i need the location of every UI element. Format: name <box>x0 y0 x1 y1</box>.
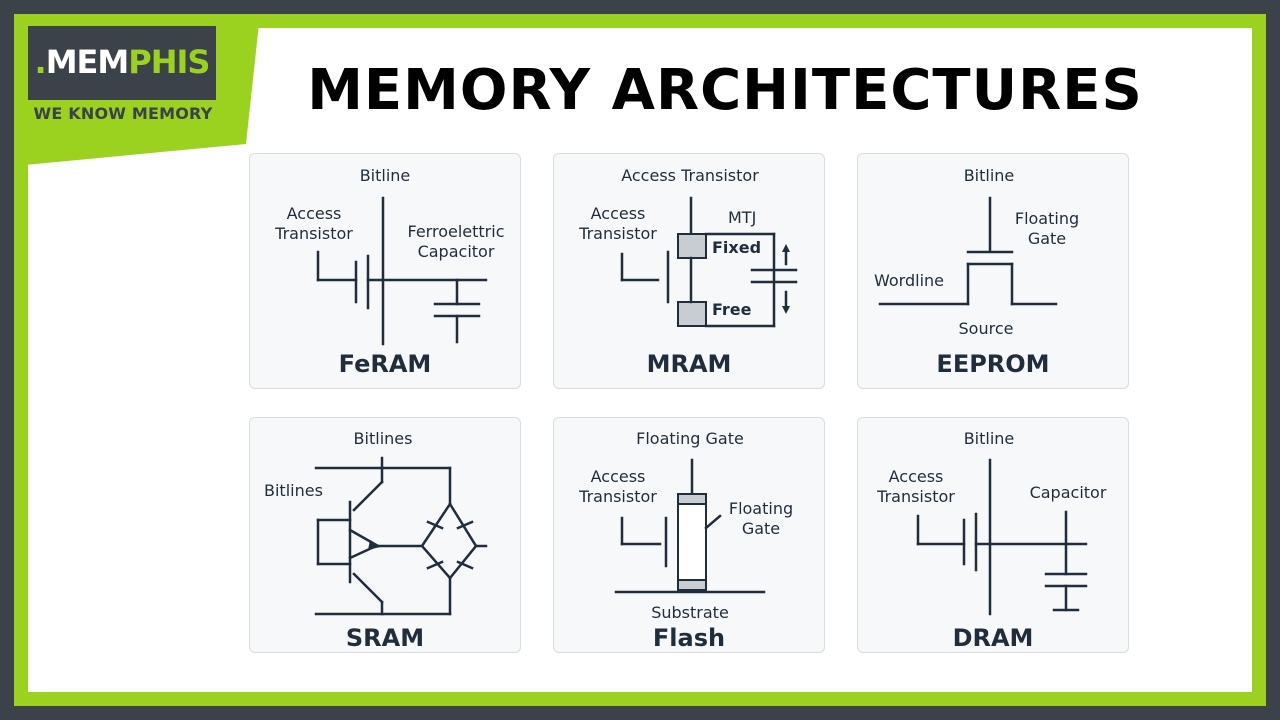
card-title-sram: SRAM <box>345 624 425 652</box>
card-dram: Bitline Access Transistor Capacitor DRAM <box>857 417 1129 653</box>
logo-dot: . <box>34 43 47 81</box>
sram-bitlines-top-label: Bitlines <box>353 429 413 448</box>
card-eeprom: Bitline Floating Gate Wordline Source EE… <box>857 153 1129 389</box>
mram-fixed-label: Fixed <box>712 238 762 257</box>
card-sram: Bitlines Bitlines SRAM <box>249 417 521 653</box>
tagline: WE KNOW MEMORY <box>33 104 213 123</box>
flash-substrate-label: Substrate <box>651 603 729 622</box>
mram-mtj-label: MTJ <box>728 208 757 227</box>
feram-bitline-label: Bitline <box>359 166 411 185</box>
flash-schematic <box>614 458 766 594</box>
dram-access-label: Access Transistor <box>877 467 955 506</box>
dram-schematic <box>916 458 1088 616</box>
card-title-eeprom: EEPROM <box>936 350 1050 378</box>
feram-capacitor-label: Ferroelettric Capacitor <box>407 222 505 261</box>
mram-access-label: Access Transistor <box>579 204 657 243</box>
card-title-flash: Flash <box>652 624 726 652</box>
card-feram: Bitline Access Transistor Ferroelettric … <box>249 153 521 389</box>
flash-floating-label: Floating Gate <box>728 499 794 538</box>
card-mram: Access Transistor Access Transistor MTJ … <box>553 153 825 389</box>
card-title-dram: DRAM <box>952 624 1034 652</box>
card-title-mram: MRAM <box>646 350 732 378</box>
card-title-feram: FeRAM <box>338 350 432 378</box>
logo-name-a: MEM <box>45 43 130 81</box>
dram-bitline-label: Bitline <box>963 429 1015 448</box>
flash-access-label: Access Transistor <box>579 467 657 506</box>
page-title: MEMORY ARCHITECTURES <box>307 58 1143 123</box>
eeprom-schematic <box>878 196 1058 306</box>
dram-capacitor-label: Capacitor <box>1029 483 1107 502</box>
mram-access-top-label: Access Transistor <box>621 166 759 185</box>
eeprom-wordline-label: Wordline <box>874 271 944 290</box>
logo-name-b: PHIS <box>128 43 210 81</box>
feram-schematic <box>316 196 488 346</box>
logo[interactable]: .MEMPHIS <box>32 44 212 80</box>
logo-badge <box>28 26 216 100</box>
eeprom-floating-label: Floating Gate <box>1014 209 1080 248</box>
feram-access-label: Access Transistor <box>275 204 353 243</box>
sram-schematic <box>314 456 488 616</box>
card-flash: Floating Gate Access Transistor Floating… <box>553 417 825 653</box>
sram-bitlines-side-label: Bitlines <box>264 481 323 500</box>
eeprom-bitline-label: Bitline <box>963 166 1015 185</box>
eeprom-source-label: Source <box>958 319 1014 338</box>
mram-schematic <box>620 196 798 328</box>
mram-free-label: Free <box>712 300 752 319</box>
flash-floating-top-label: Floating Gate <box>636 429 744 448</box>
